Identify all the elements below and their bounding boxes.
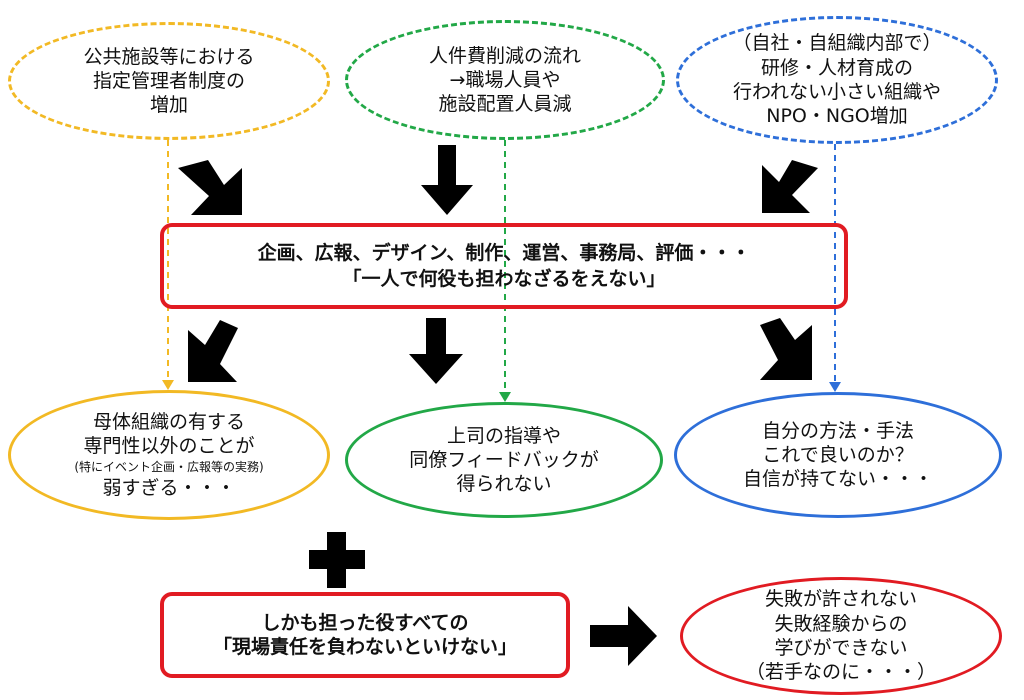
- text-line: 弱すぎる・・・: [102, 476, 236, 499]
- text-line: （若手なのに・・・）: [745, 661, 936, 684]
- text-line: 公共施設等における: [83, 45, 255, 68]
- text-line: 増加: [149, 94, 188, 117]
- text-line: 指定管理者制度の: [92, 69, 245, 92]
- arrow-mid-right-down: [760, 318, 812, 380]
- arrow-top-left-to-center: [178, 160, 242, 215]
- ellipse-no-failure-learning: 失敗が許されない 失敗経験からの 学びができない （若手なのに・・・）: [680, 577, 1002, 695]
- ellipse-no-feedback: 上司の指導や 同僚フィードバックが 得られない: [345, 402, 663, 518]
- dashed-arrowhead-blue: [829, 382, 841, 392]
- dashed-arrowhead-green: [499, 392, 511, 402]
- text-line: 専門性以外のことが: [83, 435, 255, 458]
- ellipse-weak-expertise: 母体組織の有する 専門性以外のことが (特にイベント企画・広報等の実務) 弱すぎ…: [8, 390, 330, 520]
- ellipse-personnel-cost-cut: 人件費削減の流れ →職場人員や 施設配置人員減: [345, 20, 665, 140]
- plus-icon-horizontal: [309, 550, 365, 569]
- text-line: 行われない小さい組織や: [732, 81, 942, 103]
- text-line: 得られない: [456, 473, 552, 496]
- field-responsibility-line: 「現場責任を負わないといけない」: [212, 636, 517, 658]
- text-line: 学びができない: [774, 637, 908, 659]
- field-responsibility-box: しかも担った役すべての 「現場責任を負わないといけない」: [160, 592, 570, 678]
- arrow-mid-left-down: [188, 320, 238, 382]
- text-line: （自社・自組織内部で）: [732, 32, 942, 55]
- text-line: 母体組織の有する: [92, 411, 245, 434]
- text-line: 人件費削減の流れ: [428, 44, 581, 67]
- arrow-top-right-to-center: [762, 160, 818, 213]
- arrow-mid-center-down: [409, 318, 463, 384]
- dashed-arrowhead-yellow: [162, 380, 174, 390]
- text-line: 自信が持てない・・・: [742, 468, 933, 491]
- text-line: 研修・人材育成の: [760, 56, 913, 79]
- arrow-top-center-down: [421, 145, 473, 215]
- field-responsibility-line: しかも担った役すべての: [261, 611, 469, 634]
- central-multi-role-line: 「一人で何役も担わなざるをえない」: [342, 268, 666, 290]
- ellipse-designated-manager-increase: 公共施設等における 指定管理者制度の 増加: [8, 22, 330, 140]
- ellipse-no-confidence: 自分の方法・手法 これで良いのか？ 自信が持てない・・・: [674, 392, 1002, 518]
- text-line: 失敗が許されない: [764, 588, 917, 611]
- arrow-right-to-final: [590, 606, 657, 666]
- text-line: これで良いのか？: [762, 443, 914, 466]
- text-line: 自分の方法・手法: [761, 419, 914, 442]
- text-line: 同僚フィードバックが: [409, 448, 599, 471]
- ellipse-small-org-increase: （自社・自組織内部で） 研修・人材育成の 行われない小さい組織や NPO・NGO…: [676, 16, 998, 144]
- text-line: →職場人員や: [449, 68, 561, 91]
- text-line: 施設配置人員減: [438, 93, 572, 116]
- text-line: NPO・NGO増加: [766, 105, 908, 128]
- text-line: 上司の指導や: [446, 424, 561, 447]
- central-roles-box: 企画、広報、デザイン、制作、運営、事務局、評価・・・ 「一人で何役も担わなざるを…: [160, 223, 848, 309]
- text-line: 失敗経験からの: [774, 612, 908, 635]
- text-note: (特にイベント企画・広報等の実務): [74, 459, 264, 474]
- central-roles-line: 企画、広報、デザイン、制作、運営、事務局、評価・・・: [257, 241, 751, 264]
